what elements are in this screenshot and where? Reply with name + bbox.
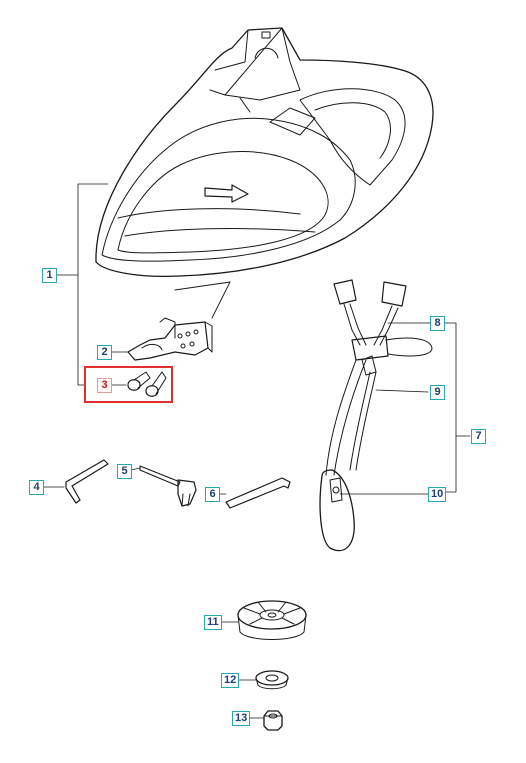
part-screws — [127, 371, 167, 397]
callout-12[interactable]: 12 — [221, 673, 240, 688]
selected-part-highlight — [84, 366, 173, 403]
callout-13[interactable]: 13 — [232, 711, 251, 726]
part-hex-key-4 — [65, 459, 109, 504]
callout-10[interactable]: 10 — [428, 487, 447, 502]
callout-11[interactable]: 11 — [204, 615, 222, 630]
callout-6[interactable]: 6 — [205, 487, 220, 502]
callout-7[interactable]: 7 — [471, 429, 486, 444]
part-harness — [319, 279, 433, 552]
part-trimmer-head — [237, 600, 307, 640]
callout-9[interactable]: 9 — [430, 385, 445, 400]
callout-1[interactable]: 1 — [42, 268, 57, 283]
callout-4[interactable]: 4 — [29, 480, 44, 495]
part-nut — [263, 710, 283, 731]
part-guard — [95, 27, 434, 319]
part-hex-key-6 — [225, 477, 291, 509]
callout-2[interactable]: 2 — [97, 345, 112, 360]
callout-3[interactable]: 3 — [97, 378, 112, 393]
callout-8[interactable]: 8 — [430, 316, 445, 331]
part-bracket — [127, 317, 213, 361]
callout-5[interactable]: 5 — [117, 464, 132, 479]
part-tool-5 — [139, 465, 197, 507]
part-washer — [255, 670, 289, 690]
